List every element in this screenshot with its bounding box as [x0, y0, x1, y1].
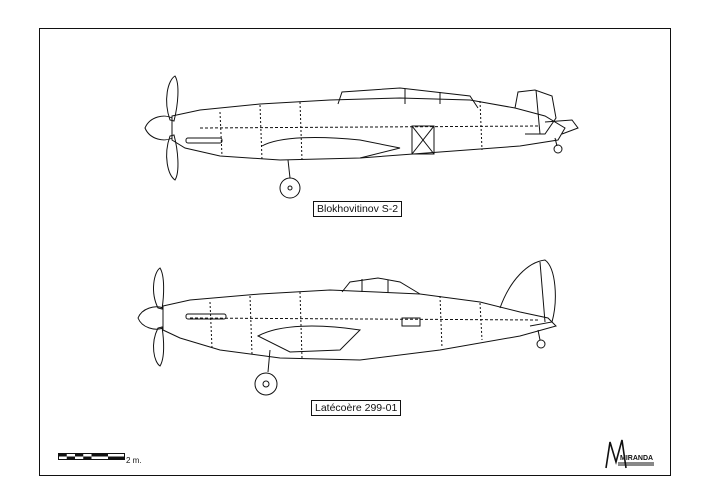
main-wheel [279, 177, 301, 199]
aircraft-1-caption: Blokhovitinov S-2 [313, 201, 403, 217]
scale-bar [58, 453, 125, 460]
tail-wheel [553, 144, 563, 154]
miranda-logo: MIRANDA [605, 439, 654, 469]
propeller-blade-bottom [153, 326, 165, 367]
tail-fin [499, 259, 556, 327]
main-wheel [254, 372, 278, 396]
drawing-frame [39, 28, 671, 476]
tail-fin [514, 89, 557, 135]
scale-label: 2 m. [126, 456, 142, 465]
svg-text:MIRANDA: MIRANDA [620, 455, 653, 462]
spinner [137, 306, 164, 330]
canopy [337, 87, 479, 109]
fuselage-outline [162, 289, 557, 361]
propeller-blade-bottom [166, 134, 179, 181]
fuselage-outline [171, 97, 566, 161]
aircraft-2-caption: Latécoère 299-01 [311, 400, 402, 416]
wing [256, 325, 362, 353]
tail-wheel [536, 339, 546, 349]
propeller-blade-top [166, 75, 179, 122]
canopy [341, 277, 421, 295]
wing-fillet [261, 137, 401, 159]
propeller-blade-top [153, 267, 165, 310]
